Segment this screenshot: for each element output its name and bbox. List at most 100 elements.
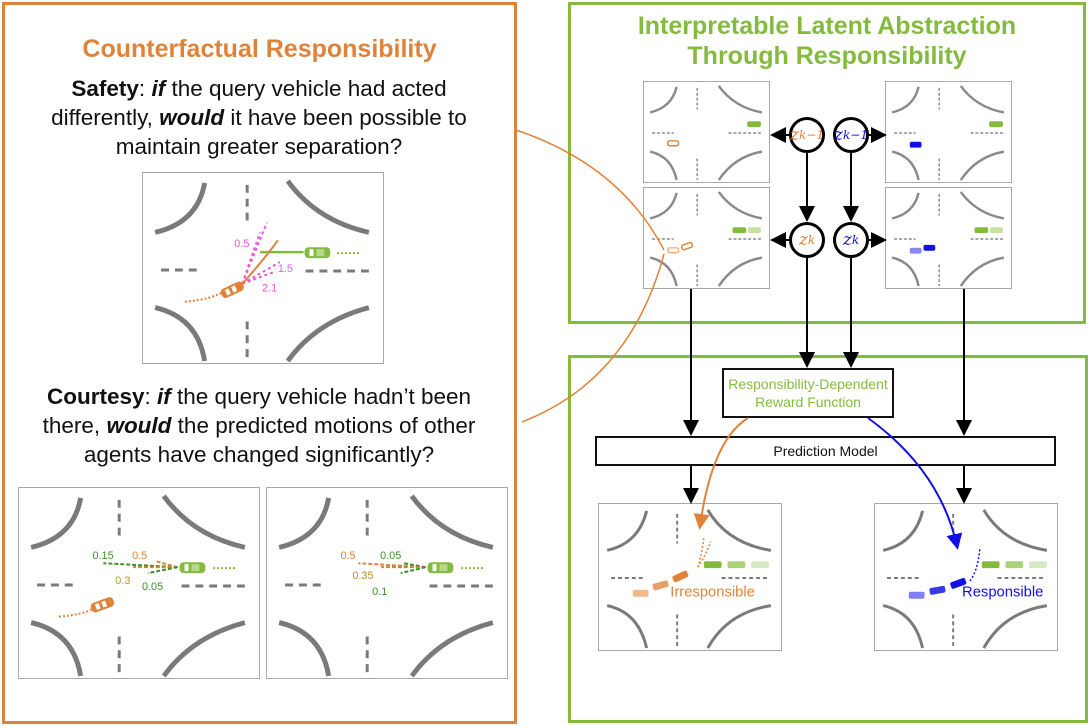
green-car-icon [981, 561, 1000, 569]
safety-scene: 0.5 1.5 2.1 [142, 172, 384, 364]
lane-dashes [161, 184, 369, 362]
courtesy-scene-with-query: 0.15 0.5 0.3 0.05 [18, 487, 260, 679]
courtesy-term: Courtesy [46, 384, 145, 409]
road-curbs [278, 494, 494, 678]
reward-label-line: Responsibility-Dependent [728, 376, 888, 392]
score-label: 0.35 [352, 570, 373, 582]
var: z [834, 125, 843, 145]
var: z [798, 230, 808, 250]
var: z [842, 230, 852, 250]
blue-car-icon [908, 591, 925, 599]
green-car-icon [1005, 561, 1024, 569]
score-label: 0.05 [380, 550, 401, 562]
title-line: Interpretable Latent Abstraction [637, 12, 1017, 40]
green-car-icon [751, 561, 769, 569]
green-car-icon [304, 247, 331, 259]
subscript: k−1 [843, 128, 868, 142]
score-label: 0.5 [340, 550, 355, 562]
green-car-icon [703, 561, 722, 569]
blue-car-icon [929, 585, 946, 595]
orange-car-icon [652, 580, 669, 591]
responsible-scene: Responsible [874, 503, 1058, 651]
orange-car-icon [220, 281, 244, 298]
score-label: 0.3 [115, 575, 130, 587]
subscript: k−1 [799, 128, 824, 142]
green-car-icon [990, 227, 1003, 234]
predicted-trajectories [103, 560, 178, 575]
would-keyword: would [106, 413, 172, 438]
blue-car-icon [950, 577, 967, 589]
irresponsible-label: Irresponsible [670, 585, 755, 601]
prediction-model-box: Prediction Model [595, 436, 1056, 466]
intersection-diagram: 0.5 0.05 0.35 0.1 [278, 494, 494, 678]
road-curbs [154, 179, 370, 363]
green-car-icon [747, 121, 761, 128]
green-car-icon [989, 121, 1003, 128]
would-keyword: would [159, 105, 225, 130]
orange-car-icon [680, 241, 694, 251]
scene-orange-cur [643, 187, 770, 289]
intersection-diagram: Responsible [882, 509, 1048, 649]
scene-blue-prev [885, 81, 1012, 183]
intersection-diagram [891, 191, 1005, 287]
green-car-icon [1029, 561, 1047, 569]
panel-title: Counterfactual Responsibility [82, 35, 437, 63]
blue-car-icon [909, 247, 922, 254]
green-car-icon [748, 227, 761, 234]
responsible-label: Responsible [962, 585, 1043, 601]
safety-term: Safety [71, 76, 139, 101]
intersection-diagram [649, 85, 763, 181]
title-line: Through Responsibility [687, 42, 967, 70]
safety-text-2: it have been possible to maintain greate… [115, 105, 467, 159]
lane-dashes [37, 499, 245, 677]
alternative-trajectories [241, 222, 281, 285]
green-car-icon [727, 561, 746, 569]
intersection-diagram: 0.5 1.5 2.1 [154, 179, 370, 363]
orange-car-icon [667, 140, 680, 147]
blue-car-icon [909, 141, 922, 148]
orange-trajectory [241, 239, 279, 285]
courtesy-scene-without-query: 0.5 0.05 0.35 0.1 [266, 487, 508, 679]
reward-label-line: Reward Function [755, 394, 861, 410]
safety-text-1: the query vehicle had acted differently, [51, 76, 447, 130]
intersection-diagram: Irresponsible [606, 509, 772, 649]
road-curbs [30, 494, 246, 678]
safety-question: Safety: if the query vehicle had acted d… [20, 74, 498, 161]
orange-car-icon [632, 589, 649, 597]
green-car-icon [974, 227, 989, 234]
scene-orange-prev [643, 81, 770, 183]
orange-history [184, 288, 227, 303]
courtesy-text-2: the predicted motions of other agents ha… [83, 413, 476, 467]
counterfactual-responsibility-panel: Counterfactual Responsibility [2, 2, 517, 724]
orange-history [58, 607, 94, 618]
orange-car-icon [667, 247, 680, 254]
subscript: k [851, 233, 860, 247]
lane-dashes [285, 499, 493, 677]
score-label: 0.5 [132, 550, 147, 562]
var: z [790, 125, 799, 145]
score-label: 0.05 [142, 581, 163, 593]
green-car-icon [427, 562, 454, 574]
if-keyword: if [157, 384, 171, 409]
intersection-diagram [649, 191, 763, 287]
colon: : [138, 76, 152, 101]
irresponsible-scene: Irresponsible [598, 503, 782, 651]
score-label: 0.15 [92, 550, 113, 562]
orange-car-icon [672, 570, 689, 583]
courtesy-text-1: the query vehicle hadn’t been there, [42, 384, 471, 438]
score-label: 0.5 [234, 238, 249, 250]
subscript: k [807, 233, 816, 247]
score-label: 1.5 [278, 263, 293, 275]
reward-function-box: Responsibility-Dependent Reward Function [722, 368, 894, 418]
predicted-trajectories [358, 562, 426, 575]
intersection-diagram [891, 85, 1005, 181]
prediction-panel [568, 355, 1088, 723]
prediction-model-label: Prediction Model [773, 443, 878, 459]
score-label: 2.1 [262, 283, 277, 295]
green-car-icon [179, 562, 206, 574]
if-keyword: if [151, 76, 166, 101]
